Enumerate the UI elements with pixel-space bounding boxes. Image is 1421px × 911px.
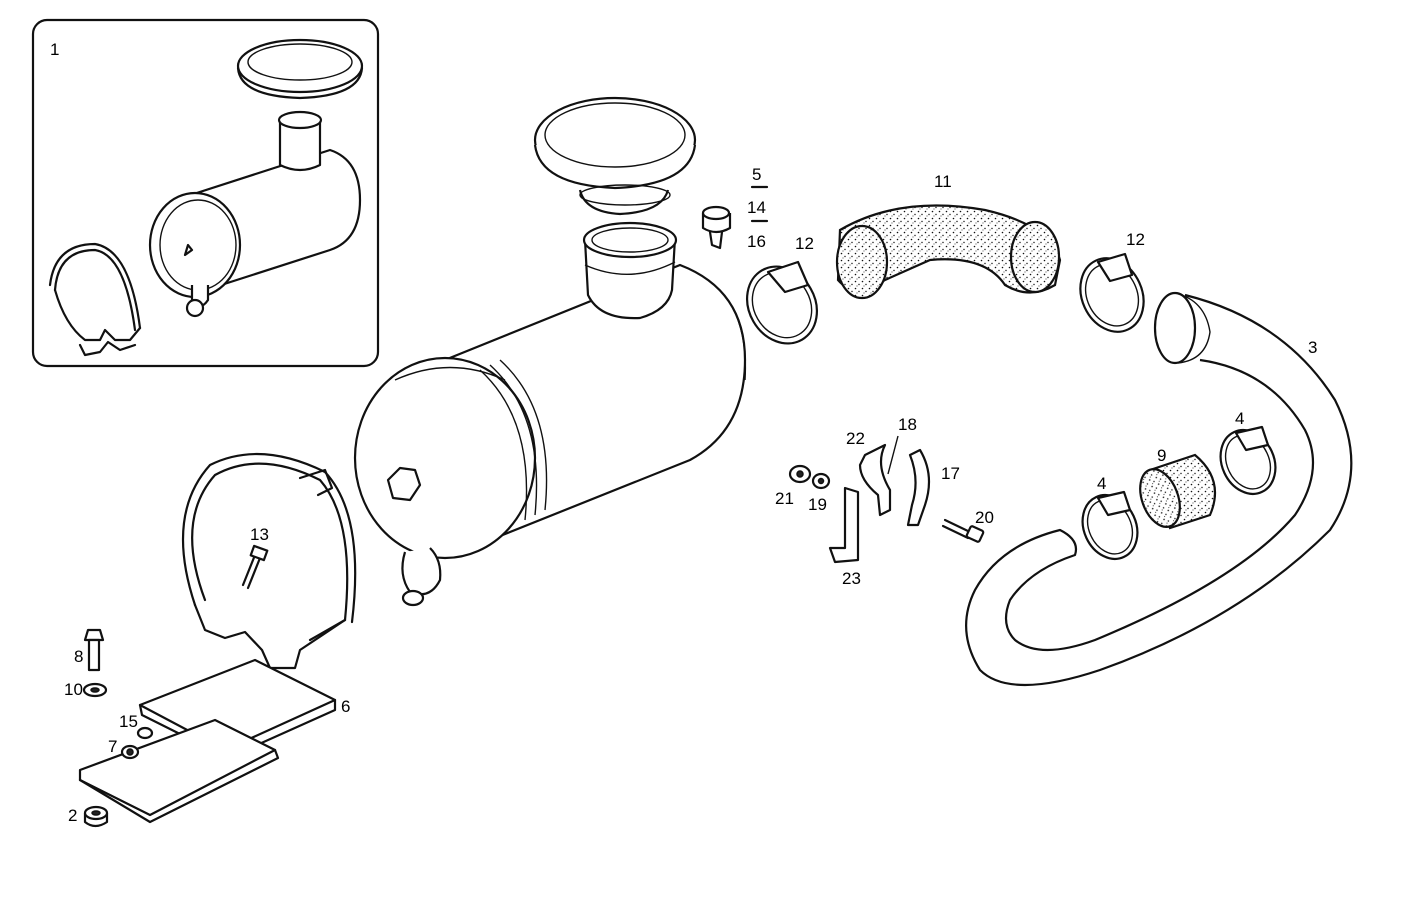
air-filter-housing: [353, 221, 747, 607]
hose-clamp-4-upper: [1219, 425, 1277, 495]
inset-frame: [31, 18, 380, 368]
bolt-20-icon: [941, 518, 985, 543]
callout-19: 19: [808, 495, 827, 514]
callout-5: 5: [752, 165, 761, 184]
nut-7-icon: [120, 744, 140, 760]
spacer-2-icon: [83, 805, 109, 828]
callout-labels: 1 2 3 4 4 5 14 16 6 7 8 9 10 11 12 12 13…: [50, 40, 1317, 825]
hose-clamp-12-left: [746, 260, 818, 345]
callout-18: 18: [898, 415, 917, 434]
nut-21-icon: [788, 464, 812, 484]
callout-6: 6: [341, 697, 350, 716]
inset-variant-assembly: [31, 18, 380, 368]
clip-22-icon: [858, 443, 892, 517]
callout-12-right: 12: [1126, 230, 1145, 249]
callout-21: 21: [775, 489, 794, 508]
callout-10: 10: [64, 680, 83, 699]
callout-11: 11: [934, 172, 952, 191]
rubber-elbow-hose: [835, 204, 1062, 300]
clip-17-icon: [906, 448, 931, 527]
callout-20: 20: [975, 508, 994, 527]
air-filter-cap: [533, 96, 697, 216]
callout-15: 15: [119, 712, 138, 731]
inset-mounting-band: [48, 242, 142, 357]
callout-8: 8: [74, 647, 83, 666]
inset-filter-body: [148, 110, 362, 318]
callout-7: 7: [108, 737, 117, 756]
washer-10-icon: [82, 682, 108, 698]
callout-13: 13: [250, 525, 269, 544]
callout-12-left: 12: [795, 234, 814, 253]
callout-17: 17: [941, 464, 960, 483]
bolt-8-icon: [83, 628, 105, 672]
bracket-23-icon: [828, 486, 860, 564]
filter-mounting-band: [181, 452, 357, 670]
callout-3: 3: [1308, 338, 1317, 357]
hose-clamp-4-lower: [1081, 490, 1139, 560]
restriction-indicator-icon: [701, 185, 769, 250]
callout-4-upper: 4: [1235, 409, 1244, 428]
hose-clamp-12-right: [1079, 252, 1145, 333]
bolt-13-icon: [241, 544, 269, 590]
intake-pipe: [965, 291, 1353, 687]
callout-22: 22: [846, 429, 865, 448]
callout-9: 9: [1157, 446, 1166, 465]
foam-sleeve-9: [1139, 453, 1217, 530]
callout-14: 14: [747, 198, 766, 217]
mounting-bracket-assembly: [78, 658, 337, 824]
callout-2: 2: [68, 806, 77, 825]
leader-18: [887, 435, 899, 475]
callout-4-lower: 4: [1097, 474, 1106, 493]
callout-1: 1: [50, 40, 59, 59]
callout-23: 23: [842, 569, 861, 588]
inset-filter-cap: [236, 38, 364, 100]
nut-15-icon: [136, 726, 154, 740]
washer-19-icon: [811, 472, 831, 490]
callout-16: 16: [747, 232, 766, 251]
